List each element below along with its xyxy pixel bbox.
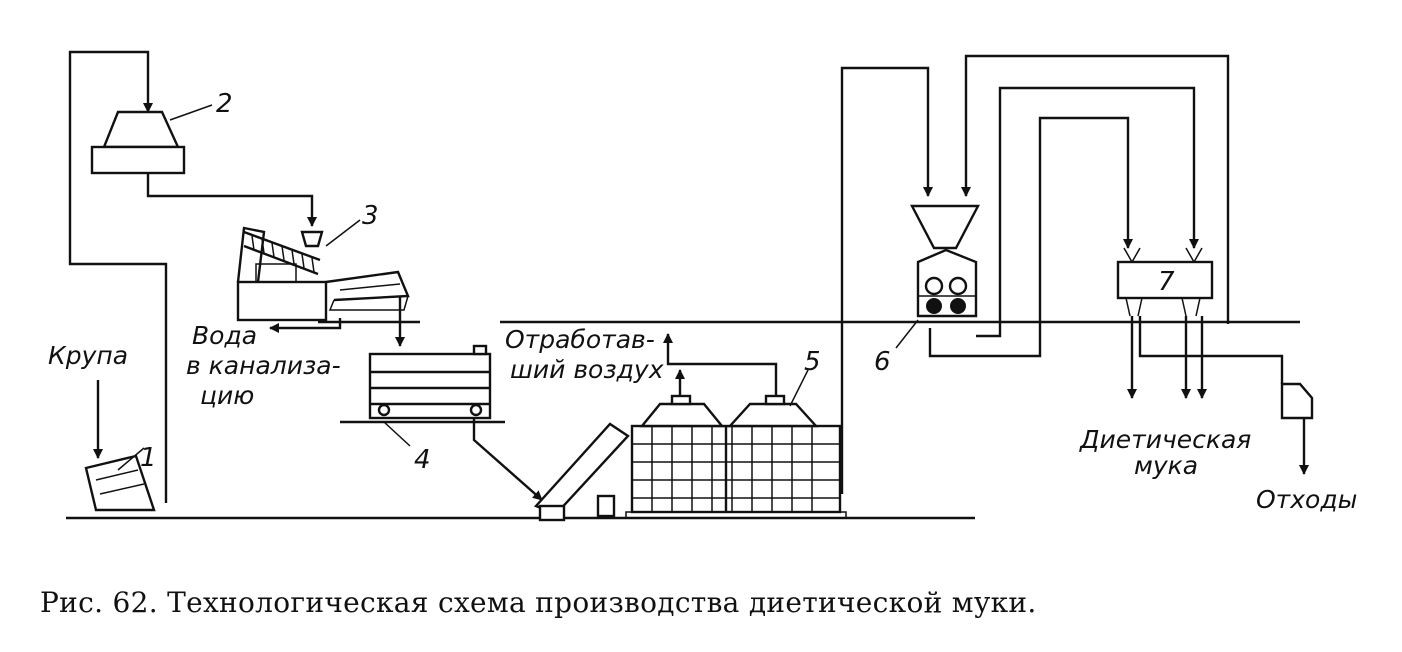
number-7: 7 (1158, 267, 1175, 297)
machine-1-receiver (84, 454, 156, 512)
line-6-to-7-b (928, 116, 1133, 358)
label-air-2: ший воздух (510, 355, 664, 384)
line-return-to-6 (961, 54, 1230, 324)
label-air-1: Отработав- (505, 325, 655, 354)
waste-bin (1280, 382, 1314, 420)
leader-5 (789, 369, 809, 407)
number-6: 6 (874, 347, 891, 377)
label-flour-1: Диетическая (1079, 425, 1251, 454)
leader-6 (895, 319, 919, 349)
number-5: 5 (804, 347, 821, 377)
line-6-to-7-a (976, 86, 1199, 338)
leader-2 (169, 104, 213, 121)
machine-5-dryer (625, 394, 847, 519)
figure-caption: Рис. 62. Технологическая схема производс… (40, 586, 1037, 619)
label-water-2: в канализа- (186, 351, 341, 380)
label-waste: Отходы (1256, 485, 1357, 514)
line-5-to-6 (840, 66, 933, 494)
machine-6-roller-mill (910, 204, 980, 318)
label-water-1: Вода (192, 321, 257, 350)
machine-2-huller (90, 110, 186, 175)
exhaust-arrow-2 (663, 333, 778, 396)
machine-7-sifter (1116, 247, 1214, 317)
machine-4-conditioner (368, 344, 492, 420)
label-water-3: цию (200, 381, 254, 410)
label-krupa: Крупа (48, 341, 128, 370)
number-3: 3 (362, 201, 379, 231)
drain-line (269, 318, 342, 333)
number-4: 4 (414, 445, 431, 475)
number-1: 1 (140, 443, 157, 473)
leader-1 (117, 447, 145, 471)
line-4-to-elevator (472, 418, 543, 501)
elevator (533, 422, 630, 522)
number-2: 2 (216, 89, 233, 119)
waste-line (1138, 316, 1284, 384)
leader-3 (325, 219, 361, 247)
conveyor-line-1-to-2 (68, 50, 168, 503)
machine-3-washer (236, 226, 410, 322)
label-flour-2: мука (1134, 451, 1198, 480)
line-2-to-3 (146, 173, 317, 227)
leader-4 (383, 421, 411, 447)
